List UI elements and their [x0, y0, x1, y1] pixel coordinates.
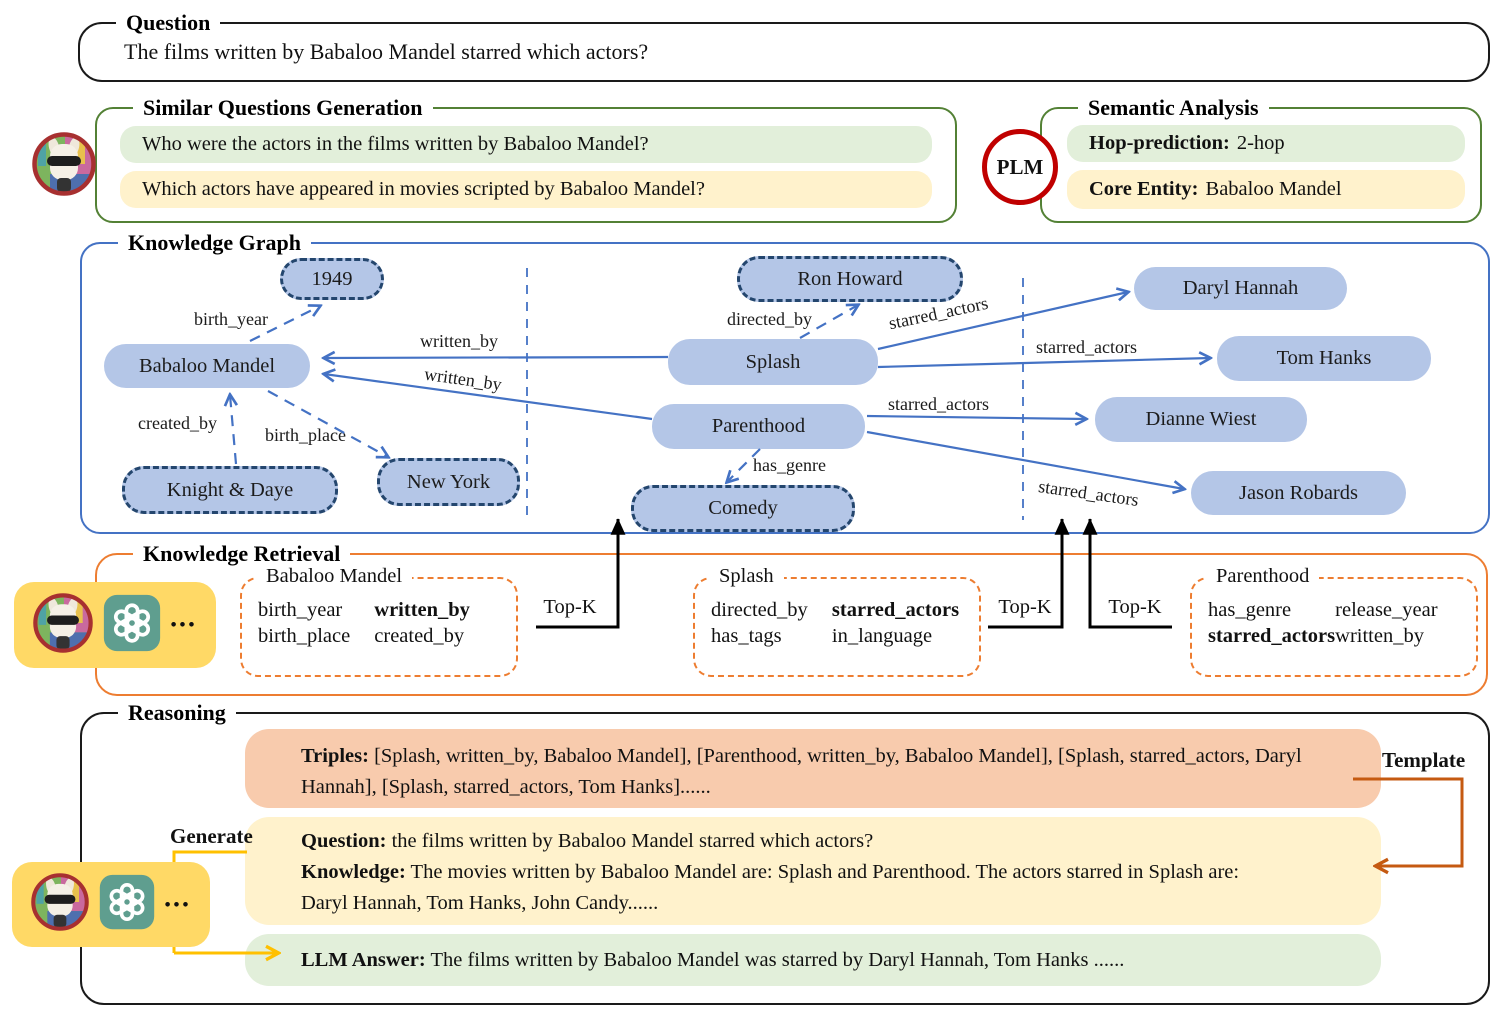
- topk-label-3: Top-K: [1108, 596, 1162, 618]
- relation-item: directed_by: [711, 599, 808, 621]
- relation-box-babaloo: Babaloo Mandel birth_year written_by bir…: [240, 565, 518, 677]
- kg-node-1949: 1949: [280, 258, 384, 300]
- reasoning-title: Reasoning: [118, 697, 236, 729]
- kg-node-knight-and-daye: Knight & Daye: [122, 466, 338, 514]
- topk-label-1: Top-K: [543, 596, 597, 618]
- knowledge-graph-title: Knowledge Graph: [118, 227, 311, 259]
- relation-box-babaloo-grid: birth_year written_by birth_place create…: [258, 599, 508, 648]
- question-text: The films written by Babaloo Mandel star…: [124, 39, 649, 64]
- relation-box-parenthood-title: Parenthood: [1206, 565, 1320, 588]
- hop-prediction-label: Hop-prediction:: [1089, 132, 1230, 154]
- core-entity-label: Core Entity:: [1089, 178, 1199, 200]
- prompt-knowledge-value: The movies written by Babaloo Mandel are…: [301, 860, 1240, 914]
- prompt-question-label: Question:: [301, 830, 387, 852]
- relation-item: has_tags: [711, 625, 782, 647]
- relation-box-parenthood: Parenthood has_genre release_year starre…: [1190, 565, 1478, 677]
- kg-node-babaloo-mandel: Babaloo Mandel: [104, 344, 310, 388]
- triples-value: [Splash, written_by, Babaloo Mandel], [P…: [301, 745, 1302, 798]
- relation-item: birth_place: [258, 625, 351, 647]
- prompt-question-line: Question: the films written by Babaloo M…: [301, 826, 1251, 857]
- knowledge-graph-panel: Knowledge Graph: [80, 227, 1490, 534]
- llm-answer-label: LLM Answer:: [301, 948, 426, 971]
- llama-avatar-icon: [30, 873, 89, 936]
- kg-node-ron-howard: Ron Howard: [737, 256, 963, 302]
- relation-item-selected: starred_actors: [831, 599, 960, 621]
- llm-models-box-retrieval: •••: [14, 582, 216, 668]
- relation-item-selected: written_by: [374, 599, 470, 621]
- triples-label: Triples:: [301, 745, 369, 767]
- prompt-question-value: the films written by Babaloo Mandel star…: [391, 830, 874, 852]
- topk-label-2: Top-K: [998, 596, 1052, 618]
- relation-box-splash: Splash directed_by starred_actors has_ta…: [693, 565, 981, 677]
- relation-box-splash-title: Splash: [709, 565, 784, 588]
- kg-node-new-york: New York: [377, 458, 520, 506]
- similar-question-2: Which actors have appeared in movies scr…: [120, 171, 932, 208]
- semantic-analysis-panel: Semantic Analysis Hop-prediction: 2-hop …: [1040, 92, 1482, 223]
- kg-edge-label-starred-tomhanks: starred_actors: [1036, 337, 1137, 357]
- knowledge-retrieval-panel: Knowledge Retrieval: [95, 538, 1488, 696]
- ellipsis-icon: •••: [170, 615, 198, 634]
- kg-node-tom-hanks: Tom Hanks: [1217, 336, 1431, 381]
- semantic-analysis-title: Semantic Analysis: [1078, 92, 1269, 124]
- triples-box: Triples: [Splash, written_by, Babaloo Ma…: [245, 729, 1381, 808]
- kg-node-jason-robards: Jason Robards: [1191, 471, 1406, 515]
- relation-item: has_genre: [1208, 599, 1292, 621]
- prompt-box: Question: the films written by Babaloo M…: [245, 817, 1381, 925]
- llama-avatar-icon: [32, 132, 96, 196]
- openai-logo-icon: [102, 593, 162, 658]
- llm-answer-line: LLM Answer: The films written by Babaloo…: [301, 945, 1124, 976]
- question-panel-title: Question: [116, 7, 221, 39]
- relation-item: written_by: [1335, 625, 1424, 647]
- llm-models-box-reasoning: •••: [12, 862, 210, 947]
- kg-node-dianne-wiest: Dianne Wiest: [1095, 397, 1307, 442]
- core-entity-row: Core Entity: Babaloo Mandel: [1067, 170, 1465, 209]
- similar-question-1: Who were the actors in the films written…: [120, 126, 932, 163]
- triples-text: Triples: [Splash, written_by, Babaloo Ma…: [301, 741, 1353, 803]
- question-panel: Question The films written by Babaloo Ma…: [78, 7, 1490, 82]
- kg-node-daryl-hannah: Daryl Hannah: [1134, 267, 1347, 310]
- hop-prediction-value: 2-hop: [1236, 132, 1285, 154]
- hop-prediction-row: Hop-prediction: 2-hop: [1067, 125, 1465, 162]
- relation-item-selected: starred_actors: [1208, 625, 1336, 647]
- llama-avatar-icon: [32, 592, 93, 658]
- relation-box-splash-grid: directed_by starred_actors has_tags in_l…: [711, 599, 971, 648]
- kg-edge-label-birth-place: birth_place: [265, 425, 346, 445]
- llm-answer-value: The films written by Babaloo Mandel was …: [430, 948, 1125, 971]
- kg-node-splash: Splash: [668, 339, 878, 385]
- plm-badge: PLM: [982, 129, 1058, 205]
- relation-item: created_by: [374, 625, 465, 647]
- relation-item: in_language: [831, 625, 933, 647]
- llm-answer-box: LLM Answer: The films written by Babaloo…: [245, 934, 1381, 986]
- kg-edge-label-starred-dianne: starred_actors: [888, 394, 989, 414]
- knowledge-retrieval-title: Knowledge Retrieval: [133, 538, 351, 570]
- similar-questions-panel: Similar Questions Generation Who were th…: [95, 92, 957, 223]
- ellipsis-icon: •••: [164, 894, 192, 914]
- kg-edge-label-directed-by: directed_by: [727, 309, 812, 329]
- kg-edge-label-has-genre: has_genre: [753, 455, 826, 475]
- kg-node-parenthood: Parenthood: [652, 404, 865, 449]
- kg-node-comedy: Comedy: [631, 485, 855, 532]
- relation-item: birth_year: [258, 599, 343, 621]
- relation-box-parenthood-grid: has_genre release_year starred_actors wr…: [1208, 599, 1468, 648]
- relation-box-babaloo-title: Babaloo Mandel: [256, 565, 413, 588]
- kg-edge-label-created-by: created_by: [138, 413, 217, 433]
- core-entity-value: Babaloo Mandel: [1205, 178, 1342, 200]
- template-label: Template: [1382, 748, 1466, 772]
- kg-edge-label-written-by-splash: written_by: [420, 331, 498, 351]
- openai-logo-icon: [98, 873, 156, 936]
- relation-item: release_year: [1335, 599, 1438, 621]
- reasoning-panel: Reasoning: [80, 697, 1490, 1005]
- kg-edge-label-birth-year: birth_year: [194, 309, 268, 329]
- generate-label: Generate: [170, 824, 253, 848]
- similar-questions-title: Similar Questions Generation: [133, 92, 433, 124]
- prompt-knowledge-label: Knowledge:: [301, 860, 406, 883]
- prompt-knowledge-line: Knowledge: The movies written by Babaloo…: [301, 857, 1251, 919]
